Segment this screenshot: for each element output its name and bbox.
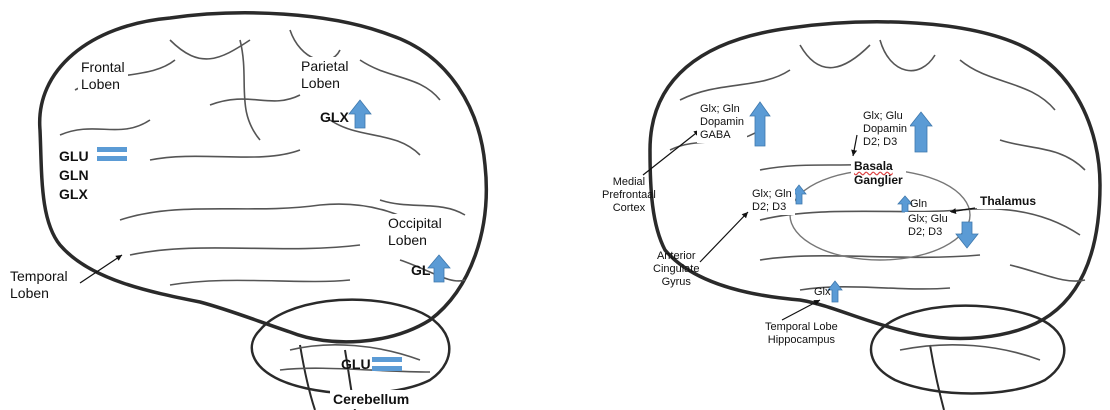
acg-pointer	[699, 211, 749, 263]
temporal-lobe-label-line2: Loben	[10, 284, 49, 301]
medial-marker-3: GABA	[700, 128, 731, 141]
temporal-lobe-up-arrow	[827, 280, 843, 303]
right-cerebrum-outline	[648, 20, 1102, 341]
medial-pointer	[642, 129, 701, 176]
frontal-lobe-label: Frontal Loben	[78, 58, 128, 94]
basal-marker-3: D2; D3	[863, 135, 898, 148]
temporal-lobe-label: Temporal Loben	[10, 268, 68, 301]
thalamus-label: Thalamus	[977, 193, 1040, 210]
parietal-marker: GLX	[320, 109, 349, 125]
frontal-metabolite-list: GLU GLN GLX	[56, 146, 92, 205]
medial-markers: Glx; Gln Dopamin GABA	[697, 102, 748, 143]
left-cerebellum-outline	[250, 298, 451, 395]
frontal-metabolite-2: GLN	[59, 166, 89, 183]
medial-marker-1: Glx; Gln	[700, 103, 740, 115]
parietal-lobe-label-line1: Parietal	[301, 58, 349, 74]
medial-region-line2: Prefrontaal	[602, 188, 656, 201]
temporal-pointer	[79, 254, 123, 284]
right-markers	[642, 101, 979, 321]
cerebellum-equal-bar-top	[372, 357, 402, 362]
frontal-lobe-label-line2: Loben	[81, 75, 120, 92]
occipital-marker: GL	[411, 262, 431, 278]
basal-markers: Glx; Glu Dopamin D2; D3	[860, 109, 911, 150]
acg-region-line2: Cingulate	[653, 262, 700, 275]
frontal-metabolite-3: GLX	[59, 185, 88, 202]
temporal-hippocampus-label: Temporal Lobe Hippocampus	[765, 321, 838, 347]
acg-markers: Glx; Gln D2; D3	[749, 187, 795, 215]
medial-prefrontal-label: Medial Prefrontaal Cortex	[602, 176, 656, 215]
anterior-cingulate-label: Anterior Cingulate Gyrus	[653, 250, 699, 289]
temporal-lobe-marker: Glx	[814, 286, 831, 298]
cerebellum-equal-bar-bottom	[372, 366, 402, 371]
thalamus-pointer	[949, 207, 976, 215]
thalamus-marker-1: Glx; Glu	[908, 213, 948, 225]
occipital-lobe-label: Occipital Loben	[385, 214, 445, 250]
acg-marker-2: D2; D3	[752, 200, 787, 213]
temporal-lobe-pointer	[781, 299, 821, 321]
left-markers	[79, 99, 451, 371]
thalamus-markers: Glx; Glu D2; D3	[905, 212, 951, 240]
acg-marker-1: Glx; Gln	[752, 188, 792, 200]
acg-region-line1: Anterior	[656, 250, 696, 262]
basal-region-line2: Ganglier	[854, 173, 903, 188]
basal-marker-1: Glx; Glu	[863, 110, 903, 122]
medial-up-arrow	[749, 101, 771, 147]
basal-region-line1: Basala	[854, 159, 893, 173]
thalamus-down-arrow	[955, 221, 979, 249]
acg-region-line3: Gyrus	[661, 275, 691, 288]
occipital-up-arrow	[427, 254, 451, 283]
right-brain-illustration	[648, 20, 1102, 410]
acg-up-arrow	[791, 184, 807, 205]
left-cerebrum-outline	[38, 11, 489, 344]
thalamus-small-up-arrow	[897, 195, 913, 213]
medial-region-line3: Cortex	[612, 201, 646, 214]
frontal-lobe-label-line1: Frontal	[81, 59, 125, 75]
cerebellum-label: Cerebellum	[330, 390, 413, 409]
occipital-lobe-label-line2: Loben	[388, 231, 427, 248]
thalamus-marker-2: D2; D3	[908, 225, 943, 238]
basal-pointer	[851, 134, 858, 157]
parietal-lobe-label-line2: Loben	[301, 74, 340, 91]
temporal-lobe-label-line1: Temporal	[10, 268, 68, 284]
occipital-lobe-label-line1: Occipital	[388, 215, 442, 231]
frontal-equal-bar-bottom	[97, 156, 127, 161]
frontal-metabolite-1: GLU	[59, 148, 89, 164]
basal-marker-2: Dopamin	[863, 122, 908, 135]
parietal-up-arrow	[348, 99, 372, 129]
frontal-equal-bar-top	[97, 147, 127, 152]
temporal-hippocampus-line1: Temporal Lobe	[765, 321, 838, 333]
temporal-hippocampus-line2: Hippocampus	[767, 333, 836, 346]
medial-marker-2: Dopamin	[700, 115, 745, 128]
right-brainstem	[929, 344, 945, 410]
basal-up-arrow	[909, 111, 933, 153]
basal-ganglia-label: Basala Ganglier	[851, 158, 906, 189]
cerebellum-marker: GLU	[341, 356, 371, 372]
thalamus-gln-marker: Gln	[910, 198, 928, 210]
right-cerebellum-outline	[869, 304, 1066, 395]
parietal-lobe-label: Parietal Loben	[298, 57, 352, 93]
medial-region-line1: Medial	[612, 176, 646, 188]
